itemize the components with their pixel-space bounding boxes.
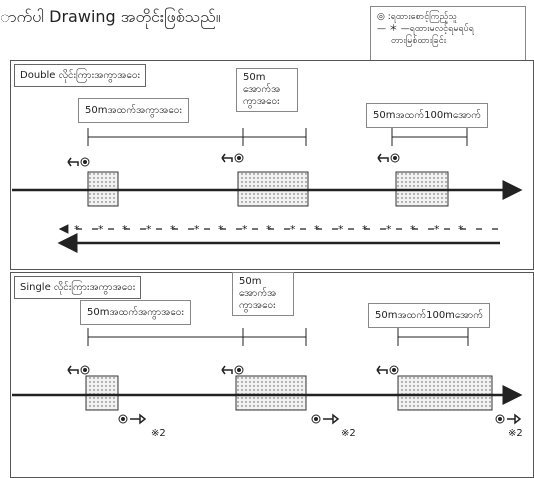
note-mark: ※2 [508,428,523,439]
page-heading: ာက်ပါ Drawing အတိုင်းဖြစ်သည်။ [0,7,221,26]
platform [397,375,493,411]
note-mark: ※2 [341,428,356,439]
svg-text:*: * [314,223,320,236]
legend-no-stop-line: — ＊ —ရထားမလင့်ရမရပ်ရ [377,24,474,34]
platform [85,375,119,411]
distance-label-right: 50mအထက်100mအောက် [366,103,489,128]
legend-watchman: ◎ :ရထားစောင့်ကြည့်သူ [377,12,457,22]
svg-text:*: * [290,223,296,236]
svg-text:*: * [146,223,152,236]
watchman-icon [67,153,400,167]
svg-text:*: * [410,223,416,236]
svg-text:*: * [338,223,344,236]
dimension-lines-single [87,328,469,346]
no-stop-asterisks: * * * * * * * * * * * * * * * * * [74,223,464,236]
svg-text:*: * [266,223,272,236]
double-line-label: Double လိုင်းကြားအကွာအဝေး [14,64,147,87]
platform [235,375,307,411]
train-right-arrow-icon [118,413,522,425]
distance-label-left: 50mအထက်အကွာအဝေး [78,98,189,123]
distance-label-right: 50mအထက်100mအောက် [368,303,491,328]
svg-text:*: * [170,223,176,236]
legend-box: ◎ :ရထားစောင့်ကြည့်သူ — ＊ —ရထားမလင့်ရမရပ်… [370,6,526,66]
gap-distance-box: 50m အောက်အ ကွာအဝေး [232,272,294,316]
svg-text:*: * [98,223,104,236]
svg-text:*: * [362,223,368,236]
gap-distance-box: 50m အောက်အ ကွာအဝေး [236,68,298,112]
svg-text:*: * [458,223,464,236]
single-line-label: Single လိုင်းကြားအကွာအဝေး [14,276,142,299]
svg-text:*: * [194,223,200,236]
svg-text:*: * [386,223,392,236]
gap-distance-text: 50m အောက်အ ကွာအဝေး [243,72,281,107]
svg-text:*: * [218,223,224,236]
svg-text:*: * [434,223,440,236]
legend-no-stop-line-2: တားမြစ်ထားခြင်း [391,36,447,46]
distance-label-left: 50mအထက်အကွာအဝေး [80,300,191,325]
dimension-lines-double [87,128,468,146]
svg-text:*: * [122,223,128,236]
svg-text:*: * [74,223,80,236]
watchman-icon [67,365,399,375]
gap-distance-text: 50m အောက်အ ကွာအဝေး [239,276,277,311]
note-mark: ※2 [151,428,166,439]
svg-text:*: * [242,223,248,236]
